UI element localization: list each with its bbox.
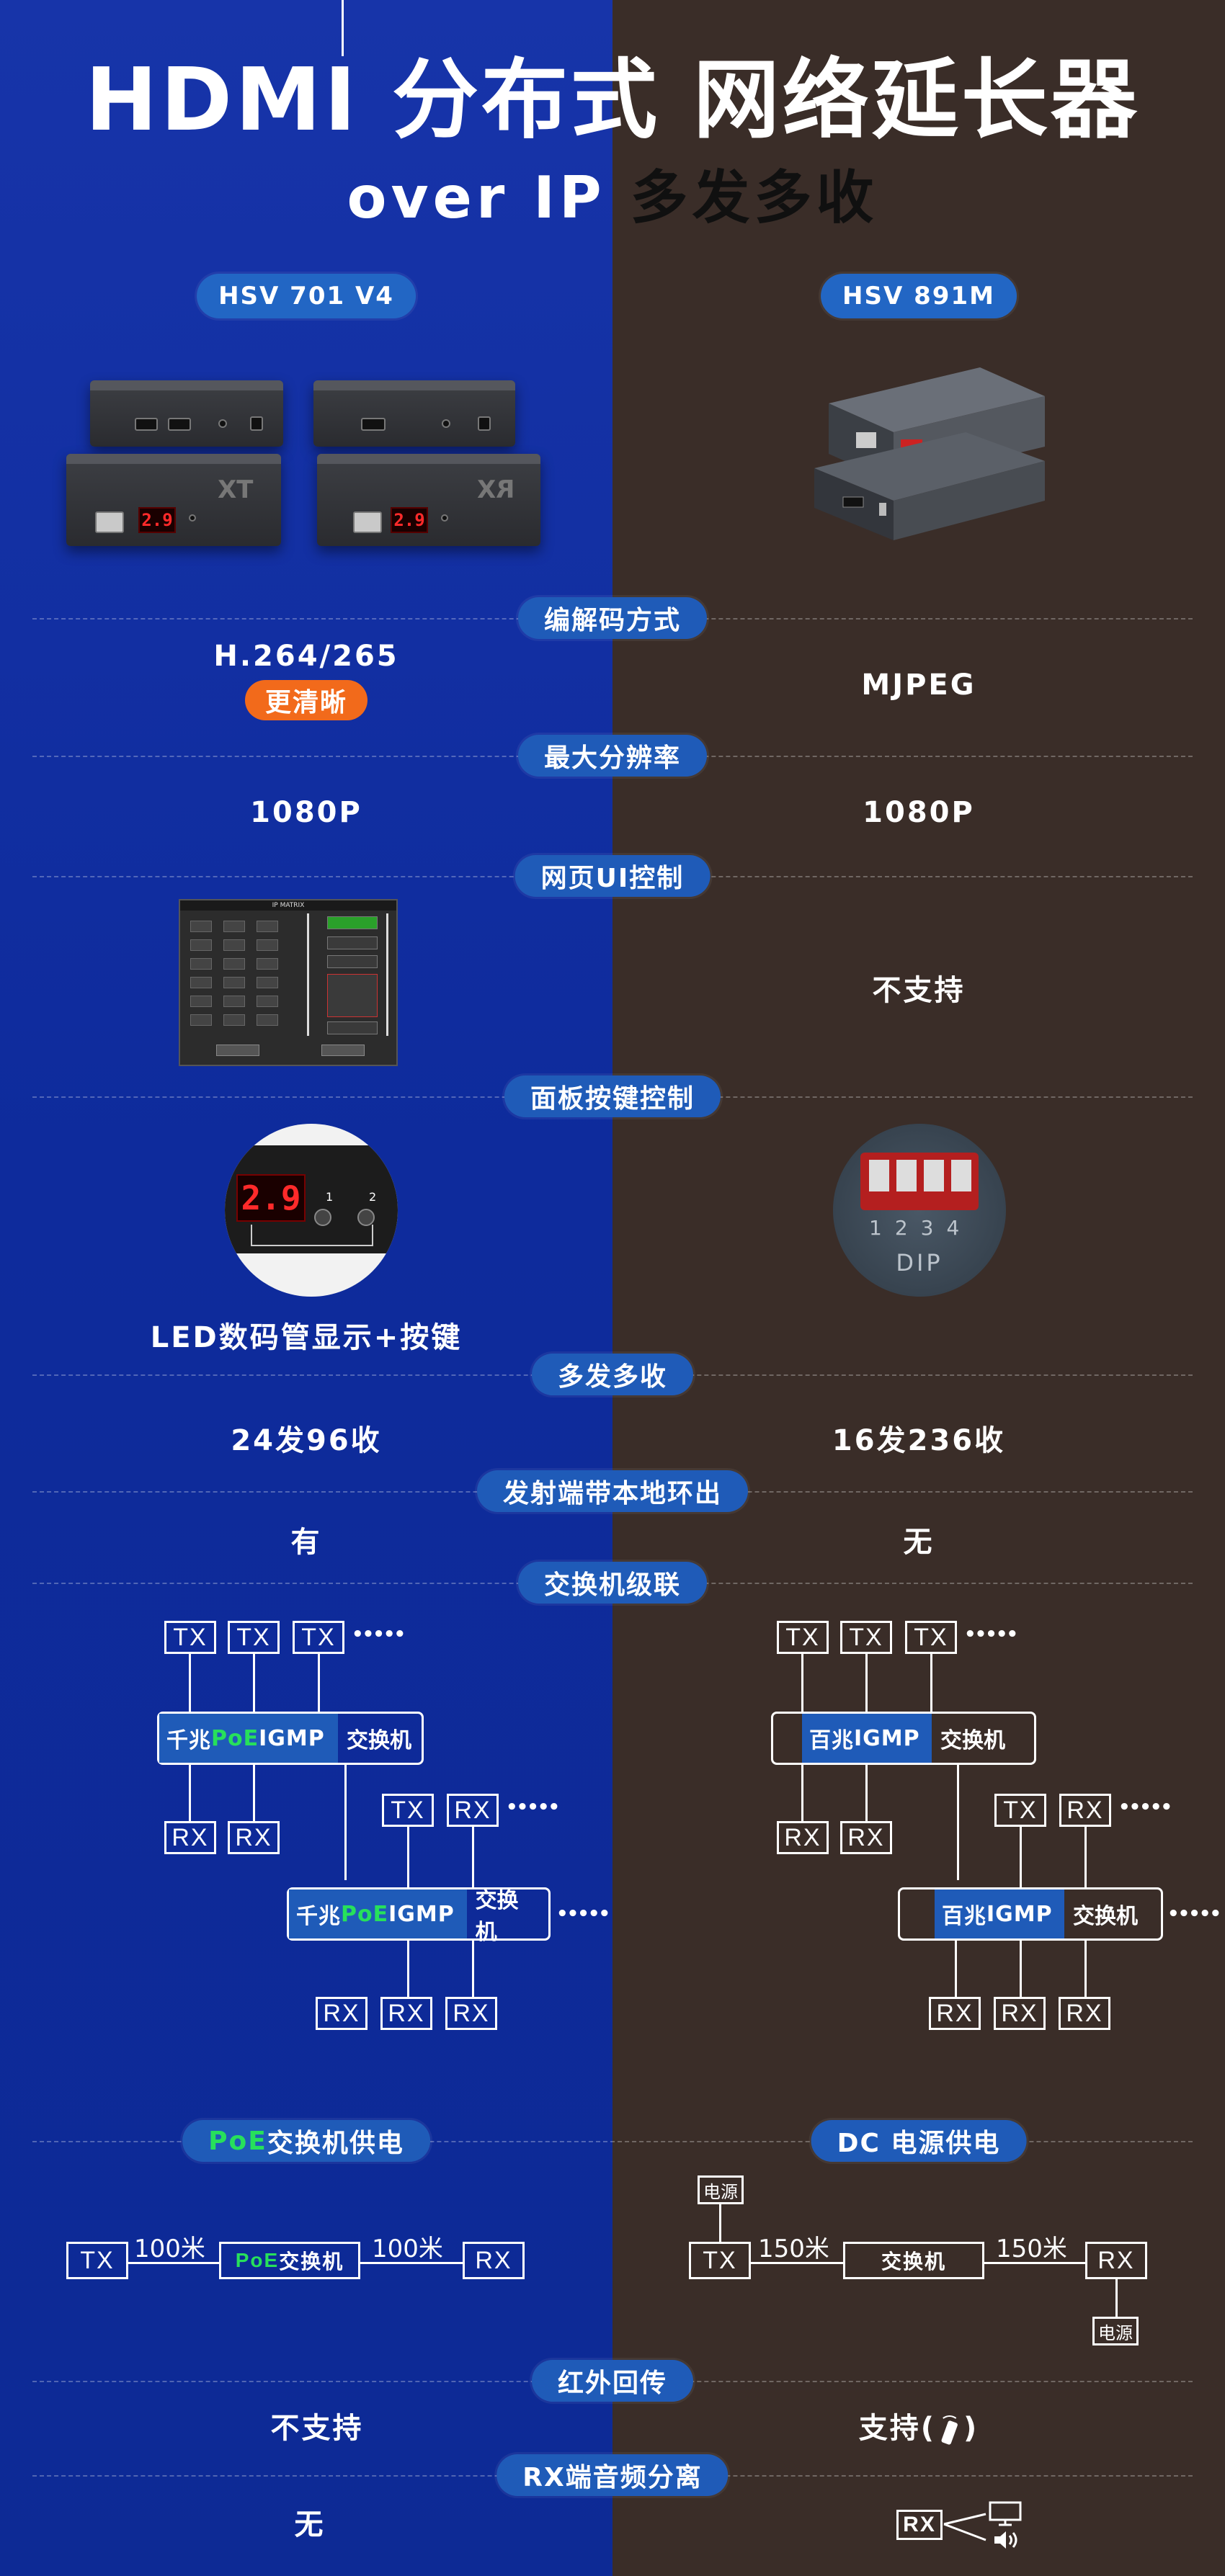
divider — [32, 2141, 1193, 2142]
model-left-badge: HSV 701 V4 — [197, 274, 416, 318]
multi-left-value: 24发96收 — [231, 1424, 382, 1457]
codec-left-badge: 更清晰 — [244, 680, 368, 720]
resolution-right-value: 1080P — [863, 796, 975, 829]
section-dc-power-label: DC 电源供电 — [811, 2120, 1027, 2162]
led-panel-image: 2.9 1 2 — [225, 1124, 398, 1297]
subtitle-over-ip: over IP — [347, 164, 606, 231]
section-loopout-label: 发射端带本地环出 — [476, 1470, 749, 1512]
speaker-icon — [992, 2528, 1020, 2554]
loopout-left-value: 有 — [290, 1526, 322, 1559]
webui-right-value: 不支持 — [872, 974, 966, 1007]
ir-right-value: 支持( ) — [858, 2412, 979, 2446]
section-resolution-label: 最大分辨率 — [517, 735, 708, 777]
dip-switch-image: 1234 DIP — [833, 1124, 1006, 1297]
section-audio-label: RX端音频分离 — [496, 2454, 729, 2496]
codec-left-value: H.264/265 — [213, 640, 399, 673]
subtitle-multi: 多发多收 — [630, 164, 878, 231]
resolution-left-value: 1080P — [250, 796, 362, 829]
ir-left-value: 不支持 — [270, 2412, 364, 2445]
section-panel-label: 面板按键控制 — [504, 1075, 721, 1117]
codec-right-value: MJPEG — [861, 668, 976, 702]
page-title: HDMI 分布式 网络延长器 — [85, 50, 1140, 151]
section-webui-label: 网页UI控制 — [514, 855, 710, 897]
section-ir-label: 红外回传 — [531, 2360, 694, 2402]
web-ui-screenshot: IP MATRIX — [179, 899, 398, 1066]
panel-left-caption: LED数码管显示+按键 — [150, 1321, 463, 1354]
page-subtitle: over IP 多发多收 — [0, 162, 1225, 234]
section-multi-label: 多发多收 — [531, 1354, 694, 1395]
model-right-badge: HSV 891M — [821, 274, 1017, 318]
section-codec-label: 编解码方式 — [517, 597, 708, 639]
remote-icon — [940, 2414, 959, 2446]
audio-left-value: 无 — [294, 2508, 326, 2541]
multi-right-value: 16发236收 — [832, 1424, 1006, 1457]
monitor-icon — [989, 2501, 1022, 2530]
loopout-right-value: 无 — [903, 1526, 935, 1559]
section-cascade-label: 交换机级联 — [517, 1562, 708, 1604]
